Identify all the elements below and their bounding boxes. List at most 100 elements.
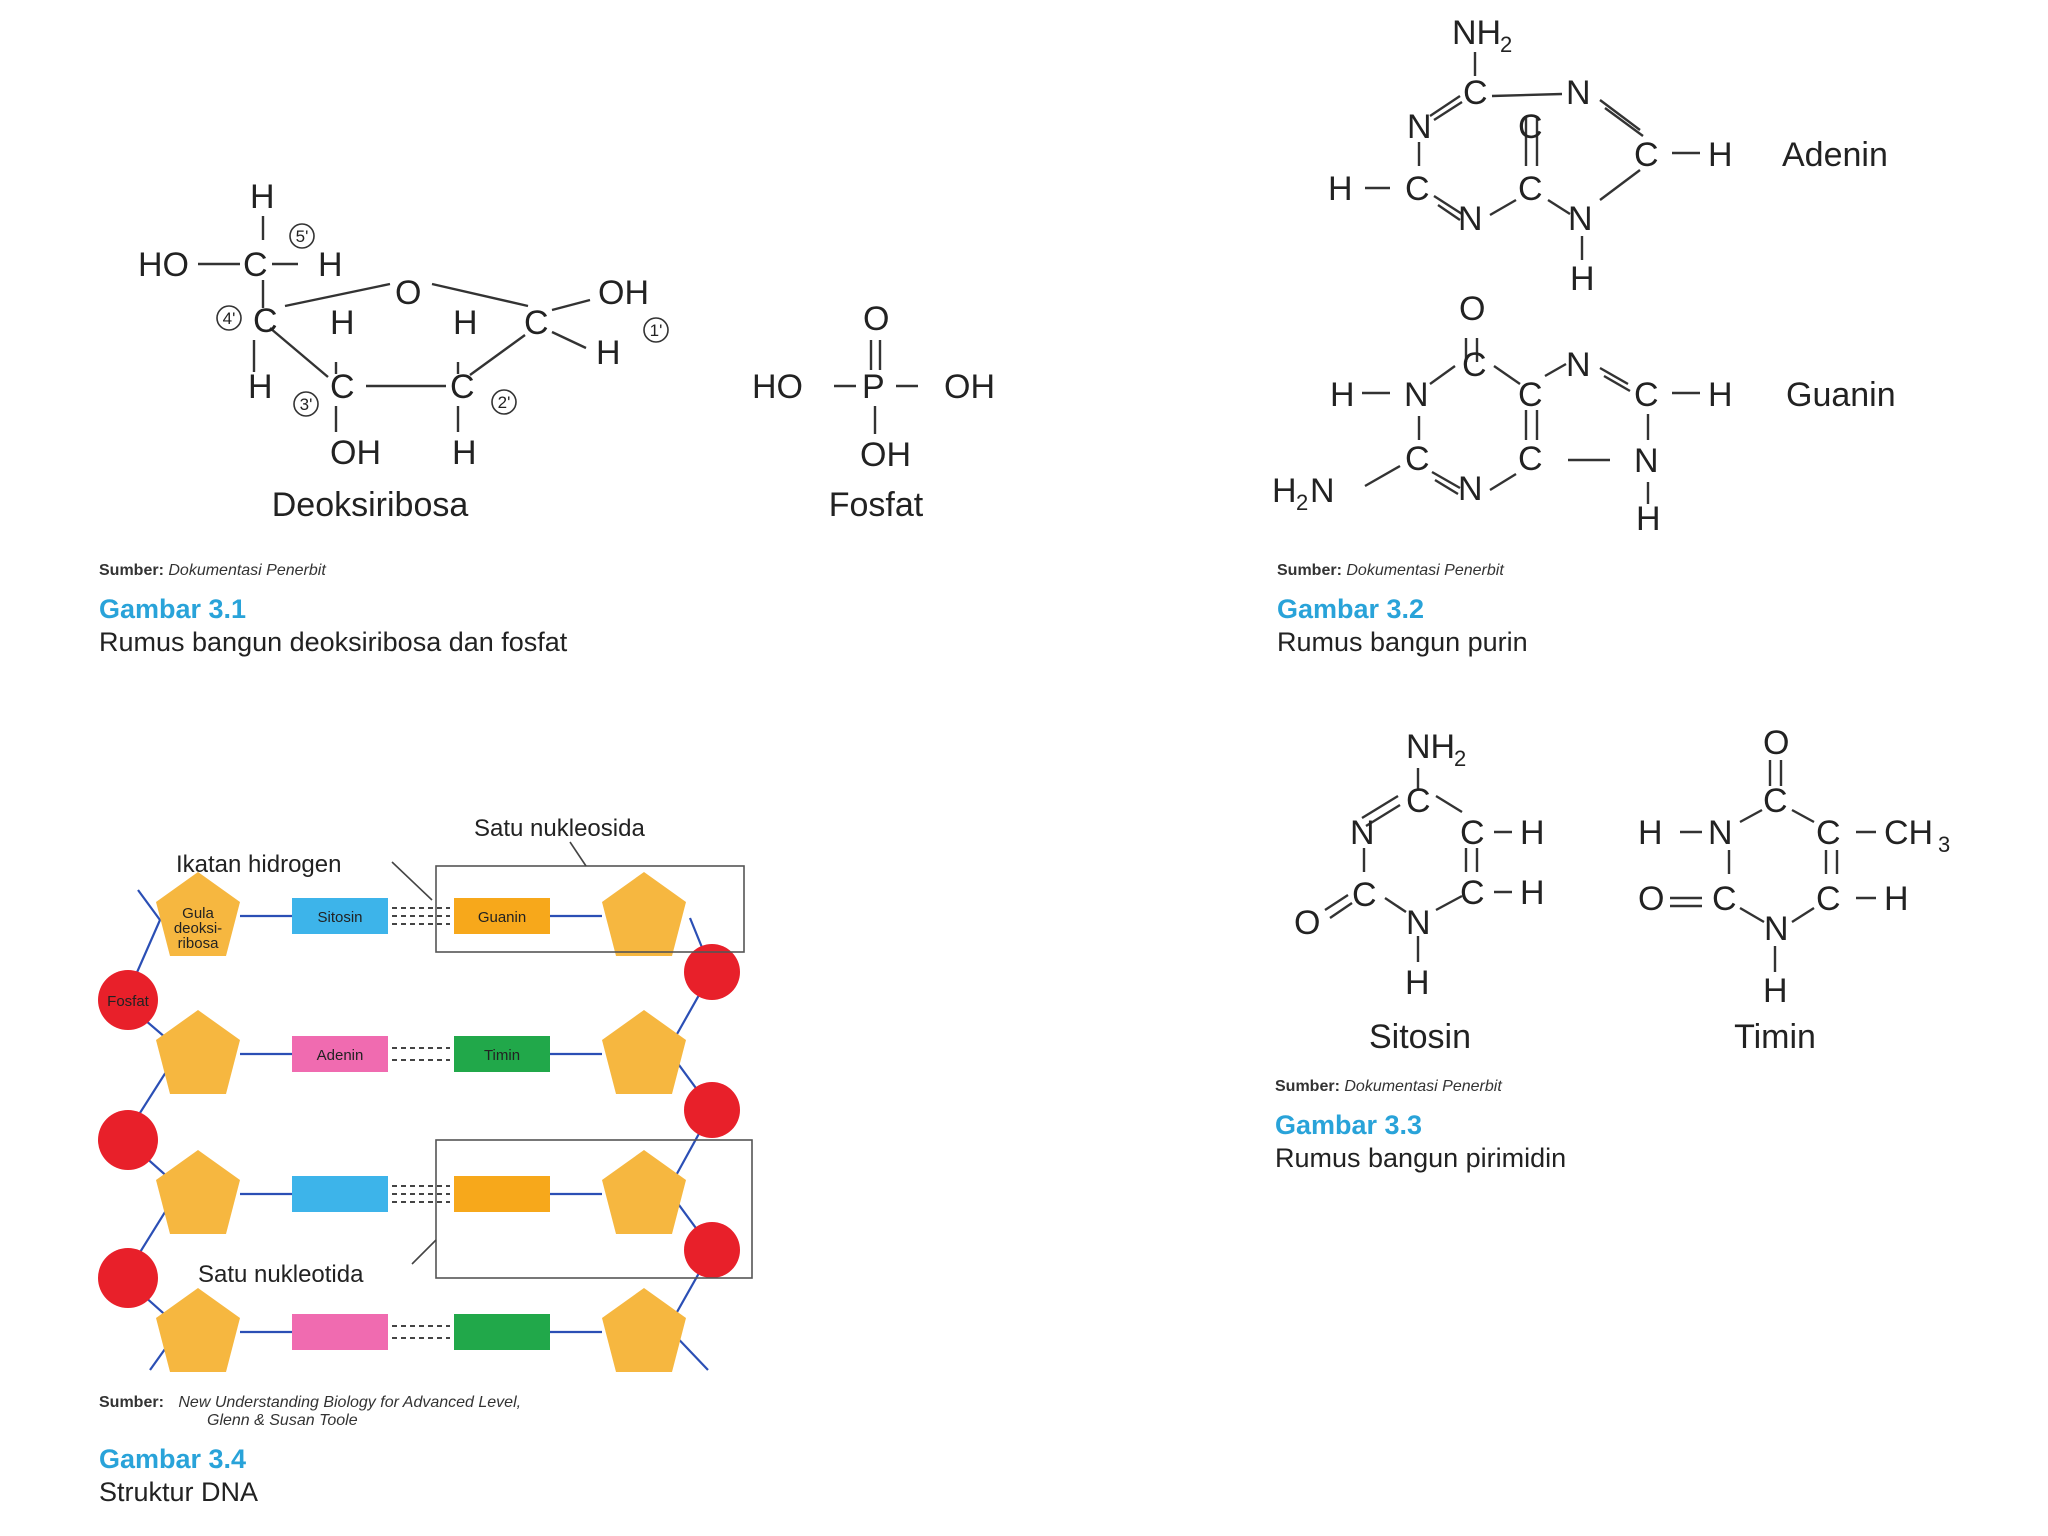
phosphates — [98, 944, 740, 1308]
atom-oh: OH — [598, 274, 649, 312]
atom-h: H — [1328, 170, 1353, 208]
thymine-structure: O C H N C CH 3 O C C H N H Timin — [1638, 724, 1950, 1056]
source-text: Dokumentasi Penerbit — [168, 562, 326, 579]
figure-number: Gambar 3.3 — [1275, 1110, 1423, 1140]
sugar-pentagon — [156, 872, 240, 956]
atom-c: C — [1460, 874, 1485, 912]
source-line: Sumber: New Understanding Biology for Ad… — [99, 1394, 521, 1412]
source-text: New Understanding Biology for Advanced L… — [178, 1394, 522, 1411]
atom-h: H — [1763, 972, 1788, 1010]
atom-n: N — [1458, 470, 1483, 508]
atom-h: H — [1636, 500, 1661, 538]
figure-description: Rumus bangun pirimidin — [1275, 1143, 1567, 1173]
figure-number: Gambar 3.1 — [99, 594, 247, 624]
nucleoside-box — [435, 865, 745, 953]
atom-h: H — [1570, 260, 1595, 298]
adenine-structure: NH 2 C N N C C H H C C N N H Adenin — [1328, 14, 1888, 298]
atom-n: N — [1350, 814, 1375, 852]
source-text: Dokumentasi Penerbit — [1344, 1078, 1502, 1095]
atom-h: H — [1520, 874, 1545, 912]
deoxyribose-name: Deoksiribosa — [272, 486, 469, 524]
dna-structure-diagram: Gula deoksi- ribosa Fosfat Sitosin Guani… — [98, 815, 753, 1372]
atom-ch: CH — [1884, 814, 1933, 852]
subscript-2: 2 — [1454, 746, 1466, 771]
carbon-number-circle — [293, 391, 319, 417]
atom-c1: C — [524, 304, 549, 342]
atom-c: C — [1712, 880, 1737, 918]
base-label-sitosin: Sitosin — [317, 909, 362, 926]
atom-c: C — [1405, 440, 1430, 478]
nucleoside-pointer — [569, 841, 587, 867]
source-label: Sumber: — [99, 1394, 164, 1411]
atom-c4: C — [253, 302, 278, 340]
atom-o: O — [1459, 290, 1485, 328]
atom-h: H — [1405, 964, 1430, 1002]
carbon-number-5: 5' — [296, 227, 309, 246]
base-thymine — [454, 1314, 550, 1350]
caption-figure-3-3: Sumber: Dokumentasi Penerbit Gambar 3.3 … — [1275, 1078, 1566, 1174]
source-line: Sumber: Dokumentasi Penerbit — [99, 562, 567, 580]
atom-h: H — [248, 368, 273, 406]
base-label-adenin: Adenin — [317, 1047, 364, 1064]
atom-o: O — [1763, 724, 1789, 762]
figure-number: Gambar 3.4 — [99, 1444, 247, 1474]
atom-h: H — [1520, 814, 1545, 852]
phosphate-name: Fosfat — [829, 486, 924, 524]
figure-number: Gambar 3.2 — [1277, 594, 1425, 624]
sugar-pentagon — [602, 872, 686, 956]
carbon-number-2: 2' — [498, 393, 511, 412]
atom-c: C — [1518, 376, 1543, 414]
atom-nh: NH — [1452, 14, 1501, 52]
base-label-guanin: Guanin — [478, 909, 526, 926]
atom-h: H — [330, 304, 355, 342]
nucleotide-pointer — [411, 1239, 437, 1265]
atom-h: H — [1708, 136, 1733, 174]
source-text: Dokumentasi Penerbit — [1346, 562, 1504, 579]
sugar-pentagon — [602, 1010, 686, 1094]
sugar-pentagon — [156, 1010, 240, 1094]
atom-n: N — [1404, 376, 1429, 414]
base-adenine — [292, 1314, 388, 1350]
base-guanine — [454, 1176, 550, 1212]
caption-figure-3-2: Sumber: Dokumentasi Penerbit Gambar 3.2 … — [1277, 562, 1528, 658]
source-label: Sumber: — [99, 562, 164, 579]
sugar-label: ribosa — [178, 935, 220, 952]
cytosine-structure: NH 2 C N C H C C H O N H Sitosin — [1294, 728, 1545, 1056]
atom-c: C — [1405, 170, 1430, 208]
caption-figure-3-1: Sumber: Dokumentasi Penerbit Gambar 3.1 … — [99, 562, 567, 658]
atom-c: C — [1816, 814, 1841, 852]
sugars — [156, 872, 686, 1372]
connectors — [240, 914, 602, 1334]
source-line: Sumber: Dokumentasi Penerbit — [1275, 1078, 1566, 1096]
sugar-pentagon — [602, 1288, 686, 1372]
nucleoside-label: Satu nukleosida — [474, 815, 645, 842]
caption-figure-3-4: Sumber: New Understanding Biology for Ad… — [99, 1394, 521, 1508]
atom-h: H — [452, 434, 477, 472]
atom-nh: NH — [1406, 728, 1455, 766]
atom-c: C — [1634, 376, 1659, 414]
atom-ho: HO — [138, 246, 189, 284]
sugar-label: Gula — [182, 905, 214, 922]
base-thymine — [454, 1036, 550, 1072]
carbon-number-1: 1' — [650, 321, 663, 340]
base-cytosine — [292, 1176, 388, 1212]
atom-c: C — [1816, 880, 1841, 918]
atom-n: N — [1634, 442, 1659, 480]
atom-h: H — [453, 304, 478, 342]
source-line-2: Glenn & Susan Toole — [99, 1412, 521, 1430]
carbon-number-circle — [216, 305, 242, 331]
atom-n: N — [1406, 904, 1431, 942]
phosphate-circle — [98, 1248, 158, 1308]
atom-c: C — [1763, 782, 1788, 820]
atom-h: H — [250, 178, 275, 216]
nucleotide-label: Satu nukleotida — [198, 1261, 364, 1288]
hydrogen-bonds — [392, 907, 450, 1339]
atom-o: O — [1638, 880, 1664, 918]
carbon-number-circle — [643, 317, 669, 343]
phosphate-circle — [98, 970, 158, 1030]
atom-c: C — [1634, 136, 1659, 174]
phosphate-label: Fosfat — [107, 993, 150, 1010]
atom-c: C — [1460, 814, 1485, 852]
base-adenine — [292, 1036, 388, 1072]
dna-backbone — [122, 889, 714, 1371]
